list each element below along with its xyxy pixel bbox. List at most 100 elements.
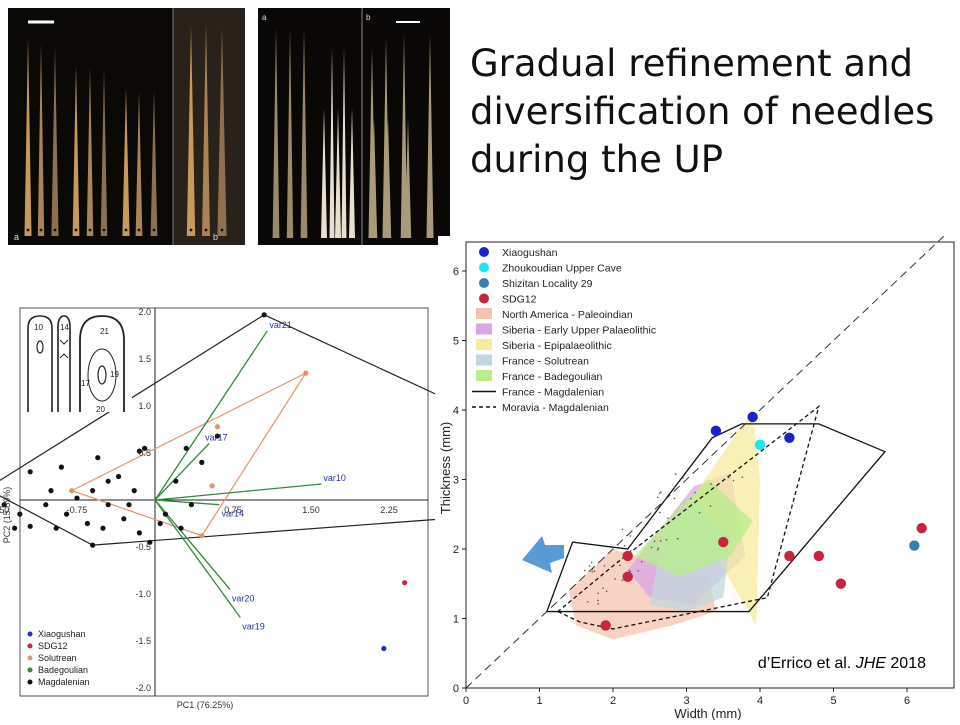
wt-legend-label: France - Solutrean [502, 356, 589, 368]
needle-shape [122, 88, 130, 236]
wt-point [784, 550, 795, 562]
pca-point [100, 525, 106, 531]
wt-sample-dot [593, 570, 596, 572]
needle-eye [74, 228, 78, 232]
wt-sample-dot [674, 473, 677, 475]
wt-sample-dot [656, 548, 659, 551]
needle-eye [204, 228, 208, 232]
pca-point [131, 488, 137, 494]
citation-year: 2018 [890, 655, 926, 672]
wt-point [600, 620, 611, 631]
needle-shape [135, 92, 143, 236]
wt-sample-dot [602, 587, 604, 589]
pca-legend-label: Solutrean [38, 653, 77, 663]
wt-sample-dot [605, 590, 608, 593]
pca-point [402, 580, 408, 586]
pca-point [199, 533, 205, 539]
pca-point [84, 520, 90, 527]
wt-x-tick-label: 5 [830, 695, 836, 707]
pca-hull-solutrean [70, 371, 308, 537]
needle-eye [152, 228, 156, 232]
wt-legend-marker [479, 293, 489, 304]
pca-point [105, 478, 111, 484]
pca-biplot-panel: var21var17var10var14var20var19 -1.50-0.7… [0, 300, 554, 712]
pca-x-tick-label: 2.25 [380, 505, 398, 515]
pca-biplot: var21var17var10var14var20var19 -1.50-0.7… [0, 307, 554, 710]
pca-point [209, 483, 215, 489]
pca-vector-line [154, 483, 322, 501]
wt-point [813, 550, 824, 562]
wt-y-axis-label: Thickness (mm) [438, 422, 453, 514]
pca-point [116, 473, 122, 480]
wt-x-tick-label: 1 [536, 695, 542, 707]
needle-eye [137, 228, 141, 232]
inset-label-19: 19 [110, 370, 119, 379]
pca-point [157, 520, 163, 527]
wt-sample-dot [588, 565, 591, 567]
inset-label-14: 14 [60, 323, 69, 332]
pca-y-axis-label: PC2 (15.89%) [2, 487, 12, 544]
needle-shape [400, 34, 408, 238]
wt-identity-line [465, 235, 945, 689]
pca-legend-marker [27, 679, 33, 685]
wt-region [635, 479, 753, 577]
pca-point [199, 459, 205, 465]
wt-legend-label: Moravia - Magdalenian [502, 402, 609, 414]
wt-sample-dot [597, 599, 599, 602]
needle-shape [286, 28, 294, 238]
wt-sample-dot [665, 538, 668, 541]
pca-point [214, 424, 220, 430]
wt-sample-dot [658, 492, 661, 495]
pca-point [105, 502, 111, 508]
needle-eye [220, 228, 224, 232]
pca-point [142, 445, 148, 451]
wt-point [622, 571, 633, 582]
wt-x-tick-label: 2 [610, 695, 616, 707]
pca-point [136, 448, 142, 454]
pca-y-tick-label: -1.5 [135, 636, 151, 646]
needle-eye [124, 228, 128, 232]
pca-point [178, 525, 184, 531]
wt-sample-dot [732, 479, 735, 482]
wt-legend-marker [479, 278, 489, 288]
needle-eye [53, 228, 57, 232]
pca-point [90, 542, 96, 548]
wt-sample-dot [583, 569, 586, 572]
wt-sample-dot [690, 497, 692, 500]
wt-sample-dot [614, 578, 616, 580]
wt-sample-dot [709, 505, 712, 507]
pca-point [147, 539, 153, 545]
needle-shape [150, 90, 158, 236]
wt-point [754, 439, 766, 450]
wt-sample-dot [659, 540, 662, 542]
wt-point [835, 578, 847, 589]
wt-y-tick-label: 0 [453, 683, 459, 695]
slide-title-line-1: Gradual refinement and [470, 42, 914, 85]
wt-legend-label: Siberia - Early Upper Palaeolithic [502, 325, 656, 337]
pca-vector-label: var21 [269, 320, 292, 330]
wt-sample-dot [590, 561, 593, 564]
inset-label-21: 21 [100, 327, 109, 336]
pca-y-tick-label: 1.0 [138, 401, 151, 411]
wt-legend-label: North America - Paleoindian [502, 309, 633, 321]
wt-sample-dot [727, 476, 730, 479]
wt-y-tick-label: 2 [453, 544, 459, 556]
wt-point [909, 540, 920, 551]
pca-point [162, 511, 168, 517]
wt-sample-dot [629, 570, 632, 573]
needle-eye [189, 228, 193, 232]
wt-point [718, 536, 729, 548]
pca-legend-marker [27, 655, 33, 661]
pca-y-tick-label: -1.0 [135, 589, 151, 599]
citation: d’Errico et al. JHE 2018 [758, 655, 926, 672]
pca-vector-label: var20 [232, 593, 255, 603]
needle-shape [100, 70, 108, 236]
pca-hull-magdalenian [0, 314, 470, 546]
pca-point [183, 445, 189, 451]
pca-point [188, 502, 194, 508]
needles-photo-right: a b [258, 8, 450, 245]
pca-y-tick-label: 2.0 [138, 307, 151, 317]
needle-shape [349, 108, 355, 238]
wt-legend-marker [479, 262, 489, 273]
